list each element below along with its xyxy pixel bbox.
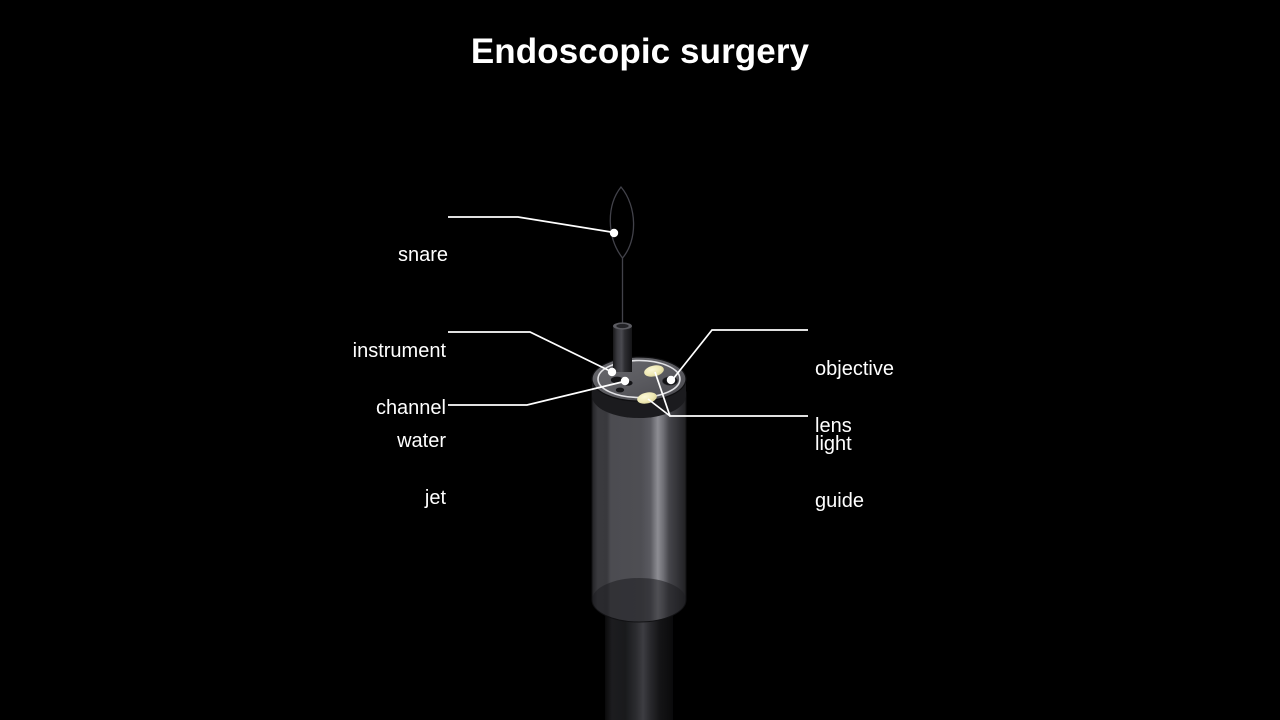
snare-wire xyxy=(609,185,635,323)
leader-snare xyxy=(448,216,612,233)
water-jet-port xyxy=(615,387,625,393)
page-title: Endoscopic surgery xyxy=(470,32,810,71)
label-light-guide-line-2: guide xyxy=(815,490,864,512)
leader-light-guide xyxy=(654,371,808,417)
leader-dot-instrument-channel xyxy=(607,367,617,377)
label-water-jet: water jet xyxy=(246,394,446,546)
label-light-guide: light guide xyxy=(815,397,1035,549)
label-snare: snare xyxy=(248,208,448,303)
leader-instrument-channel xyxy=(448,331,611,372)
leader-light-guide-branch xyxy=(647,398,671,417)
label-objective-lens-line-1: objective xyxy=(815,358,894,380)
label-water-jet-line-2: jet xyxy=(424,487,446,509)
label-instrument-channel-line-2: channel xyxy=(375,397,446,419)
leader-dot-snare xyxy=(609,228,619,238)
leader-dot-objective-lens xyxy=(666,375,676,385)
endoscope-body xyxy=(591,391,687,623)
leader-water-jet xyxy=(448,381,623,406)
light-guide-port xyxy=(637,392,657,404)
leader-dot-water-jet xyxy=(620,376,630,386)
label-objective-lens-line-2: lens xyxy=(815,415,852,437)
label-water-jet-line-1: water xyxy=(397,430,446,452)
label-light-guide-line-1: light xyxy=(815,433,852,455)
light-guide-port xyxy=(644,365,664,377)
instrument-channel-tube xyxy=(613,322,632,372)
label-instrument-channel-line-1: instrument xyxy=(352,340,446,362)
label-objective-lens: objective lens xyxy=(815,322,1035,474)
leader-objective-lens xyxy=(672,329,808,380)
label-instrument-channel: instrument channel xyxy=(246,304,446,456)
label-snare-line-1: snare xyxy=(397,244,448,266)
